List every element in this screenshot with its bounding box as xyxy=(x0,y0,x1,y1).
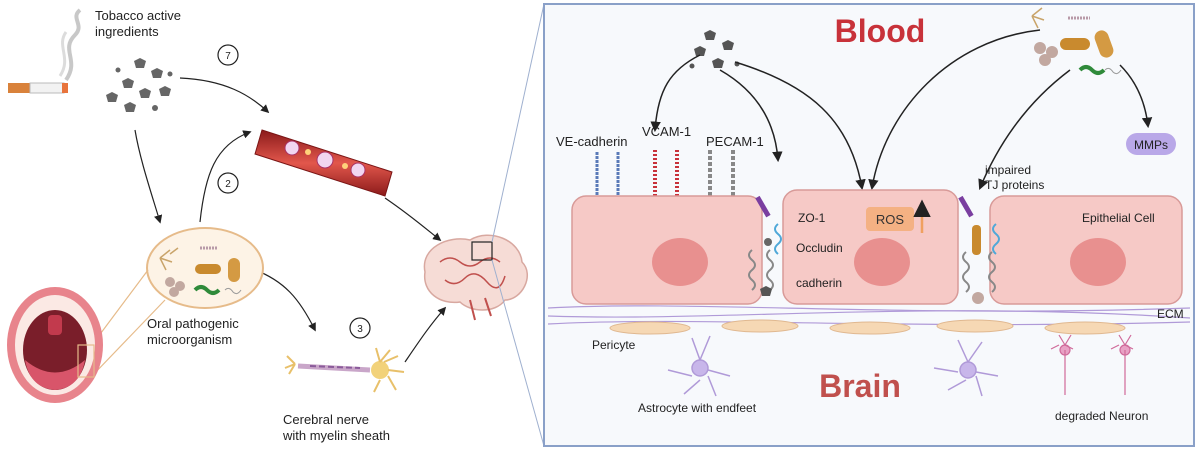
blood-tobacco-particles-icon xyxy=(689,30,740,69)
junction-proteins-left xyxy=(748,195,782,296)
arrow-microbe-to-junction xyxy=(978,69,1071,190)
brain-title: Brain xyxy=(819,368,901,404)
oral-label-line2: microorganism xyxy=(147,332,232,347)
arrow-tobacco-to-vessel xyxy=(179,77,270,114)
astrocyte-icon-2 xyxy=(933,339,999,397)
step-badge-7-label: 7 xyxy=(225,51,231,62)
mmps-label: MMPs xyxy=(1134,138,1168,152)
mmps-badge: MMPs xyxy=(1126,133,1176,155)
zoom-line-bottom xyxy=(91,299,166,377)
arrow-microbe-to-mmps xyxy=(1119,64,1153,129)
pericyte-label: Pericyte xyxy=(592,338,636,352)
zoom-line-lower xyxy=(491,259,545,447)
arrow-tobacco-to-markers xyxy=(650,54,701,133)
oral-label-line1: Oral pathogenic xyxy=(147,316,239,331)
arrow-nerve-to-brain xyxy=(404,306,447,363)
nerve-cell-icon xyxy=(284,347,405,393)
endothelial-cell-left xyxy=(571,195,763,305)
occludin-label: Occludin xyxy=(796,241,843,255)
tobacco-label-line1: Tobacco active xyxy=(95,8,181,23)
impaired-label-line2: TJ proteins xyxy=(985,178,1044,192)
ros-label: ROS xyxy=(876,212,905,227)
cigarette-icon xyxy=(8,8,82,94)
arrow-tobacco-to-cell xyxy=(734,61,866,191)
step-badge-2-label: 2 xyxy=(225,179,231,190)
junction-proteins-right xyxy=(958,195,1000,304)
step-badge-7: 7 xyxy=(217,44,239,66)
nerve-label-line1: Cerebral nerve xyxy=(283,412,369,427)
tobacco-particles-icon xyxy=(106,58,173,112)
degraded-neuron-icon xyxy=(1050,334,1134,395)
cadherin-label: cadherin xyxy=(796,276,842,290)
microorganism-ellipse xyxy=(146,227,264,309)
ve-cadherin-label: VE-cadherin xyxy=(556,134,628,149)
blood-vessel-icon xyxy=(254,129,393,197)
brain-icon xyxy=(423,234,528,321)
zoom-line-upper xyxy=(491,3,545,243)
impaired-label-line1: impaired xyxy=(985,163,1031,177)
arrow-tobacco-to-junction xyxy=(719,69,783,163)
astrocyte-icon xyxy=(667,335,731,397)
ros-badge: ROS xyxy=(866,199,931,233)
nerve-label-line2: with myelin sheath xyxy=(282,428,390,443)
arrow-oral-to-vessel xyxy=(199,130,252,223)
step-badge-3-label: 3 xyxy=(357,324,363,335)
vcam1-label: VCAM-1 xyxy=(642,124,691,139)
step-badge-3: 3 xyxy=(349,317,371,339)
arrow-microbe-to-cell xyxy=(868,29,1041,191)
endothelial-cell-right xyxy=(989,195,1183,305)
neuron-label: degraded Neuron xyxy=(1055,409,1148,423)
tobacco-label-line2: ingredients xyxy=(95,24,159,39)
step-badge-2: 2 xyxy=(217,172,239,194)
open-mouth-icon xyxy=(7,287,103,403)
blood-microorganisms-icon xyxy=(1031,7,1122,75)
astrocyte-label: Astrocyte with endfeet xyxy=(638,401,757,415)
pecam1-label: PECAM-1 xyxy=(706,134,764,149)
blood-title: Blood xyxy=(835,13,926,49)
endothelial-cell-middle xyxy=(782,189,959,305)
ecm-label: ECM xyxy=(1157,307,1184,321)
zo1-label: ZO-1 xyxy=(798,211,826,225)
arrow-vessel-to-brain xyxy=(384,197,442,242)
arrow-tobacco-to-oral xyxy=(134,129,163,224)
pericytes xyxy=(609,319,1126,335)
epithelial-cell-label: Epithelial Cell xyxy=(1082,211,1155,225)
